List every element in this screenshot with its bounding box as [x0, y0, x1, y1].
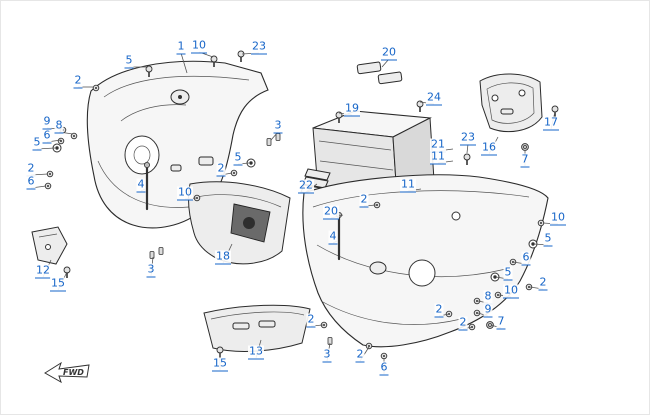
- nut-hardware: [521, 143, 529, 151]
- part-callout-11[interactable]: 11: [400, 177, 416, 193]
- inset-hole: [243, 217, 255, 229]
- pad-set: [356, 61, 403, 85]
- rod-hardware: [143, 161, 150, 211]
- part-callout-17[interactable]: 17: [543, 115, 559, 131]
- bolt-hardware: [57, 137, 65, 145]
- part-callout-3[interactable]: 3: [273, 118, 283, 134]
- part-callout-18[interactable]: 18: [215, 249, 231, 265]
- part-callout-9[interactable]: 9: [483, 302, 493, 318]
- fwd-label: FWD: [63, 368, 84, 377]
- screw-hardware: [145, 65, 153, 77]
- part-callout-13[interactable]: 13: [248, 344, 264, 360]
- bolt-hardware: [473, 309, 481, 317]
- leader-line: [270, 131, 279, 141]
- part-callout-2[interactable]: 2: [73, 73, 83, 89]
- part-callout-24[interactable]: 24: [426, 90, 442, 106]
- part-callout-6[interactable]: 6: [26, 174, 36, 190]
- headlight-hole: [124, 135, 160, 175]
- part-callout-2[interactable]: 2: [355, 347, 365, 363]
- clip-hardware: [149, 251, 155, 259]
- under-cover-outline: [203, 304, 311, 352]
- part-callout-6[interactable]: 6: [521, 250, 531, 266]
- part-callout-2[interactable]: 2: [306, 312, 316, 328]
- front-bracket: [31, 226, 68, 265]
- grommet-hardware: [490, 272, 500, 282]
- clip-hardware: [158, 247, 164, 255]
- slot: [198, 156, 214, 166]
- part-callout-10[interactable]: 10: [177, 185, 193, 201]
- nut-hardware: [486, 321, 494, 329]
- part-callout-15[interactable]: 15: [50, 276, 66, 292]
- screw-hardware: [237, 50, 245, 62]
- part-callout-20[interactable]: 20: [323, 204, 339, 220]
- fwd-arrow: FWD: [44, 361, 90, 384]
- upper-bracket-outline: [479, 73, 543, 133]
- part-callout-7[interactable]: 7: [520, 152, 530, 168]
- part-callout-5[interactable]: 5: [32, 135, 42, 151]
- bolt-hardware: [365, 342, 373, 350]
- screw-hardware: [416, 100, 424, 112]
- part-callout-9[interactable]: 9: [42, 114, 52, 130]
- bolt-hardware: [44, 182, 52, 190]
- part-callout-10[interactable]: 10: [550, 210, 566, 226]
- part-callout-10[interactable]: 10: [191, 38, 207, 54]
- part-callout-19[interactable]: 19: [344, 101, 360, 117]
- part-callout-2[interactable]: 2: [538, 275, 548, 291]
- bolt-hardware: [193, 194, 201, 202]
- part-callout-4[interactable]: 4: [328, 229, 338, 245]
- part-callout-5[interactable]: 5: [124, 53, 134, 69]
- part-callout-23[interactable]: 23: [460, 130, 476, 146]
- bolt-hardware: [380, 352, 388, 360]
- part-callout-2[interactable]: 2: [458, 315, 468, 331]
- part-callout-11[interactable]: 11: [430, 149, 446, 165]
- bolt-hardware: [537, 219, 545, 227]
- screw-hardware: [463, 153, 471, 165]
- part-callout-5[interactable]: 5: [233, 150, 243, 166]
- part-callout-5[interactable]: 5: [503, 265, 513, 281]
- part-callout-7[interactable]: 7: [496, 314, 506, 330]
- front-fairing-panel: [86, 60, 269, 229]
- clip-hardware: [275, 133, 281, 141]
- slot: [170, 164, 182, 172]
- part-callout-22[interactable]: 22: [298, 178, 314, 194]
- part-callout-6[interactable]: 6: [42, 128, 52, 144]
- part-callout-12[interactable]: 12: [35, 263, 51, 279]
- part-callout-2[interactable]: 2: [359, 192, 369, 208]
- part-callout-8[interactable]: 8: [54, 118, 64, 134]
- under-cover-panel: [203, 304, 311, 352]
- part-callout-1[interactable]: 1: [176, 39, 186, 55]
- part-callout-2[interactable]: 2: [434, 302, 444, 318]
- clip-hardware: [266, 138, 272, 146]
- part-callout-10[interactable]: 10: [503, 283, 519, 299]
- bolt-hardware: [230, 169, 238, 177]
- leader-line: [466, 143, 469, 154]
- part-callout-23[interactable]: 23: [251, 39, 267, 55]
- part-callout-15[interactable]: 15: [212, 356, 228, 372]
- leader-line: [180, 52, 188, 74]
- bolt-hardware: [46, 170, 54, 178]
- part-callout-6[interactable]: 6: [379, 360, 389, 376]
- part-callout-21[interactable]: 21: [430, 137, 446, 153]
- screw-hardware: [63, 266, 71, 278]
- grommet-hardware: [246, 158, 256, 168]
- bolt-hardware: [70, 132, 78, 140]
- leader-line: [381, 58, 390, 68]
- panel-hole: [408, 259, 436, 287]
- bolt-hardware: [92, 84, 100, 92]
- part-callout-3[interactable]: 3: [322, 347, 332, 363]
- part-callout-20[interactable]: 20: [381, 45, 397, 61]
- part-callout-16[interactable]: 16: [481, 140, 497, 156]
- part-callout-3[interactable]: 3: [146, 262, 156, 278]
- part-callout-2[interactable]: 2: [216, 161, 226, 177]
- part-callout-4[interactable]: 4: [136, 177, 146, 193]
- screw-hardware: [210, 55, 218, 67]
- upper-bracket-panel: [479, 73, 543, 133]
- bolt-hardware: [509, 258, 517, 266]
- part-callout-5[interactable]: 5: [543, 231, 553, 247]
- inner-cover-panel: [188, 181, 291, 265]
